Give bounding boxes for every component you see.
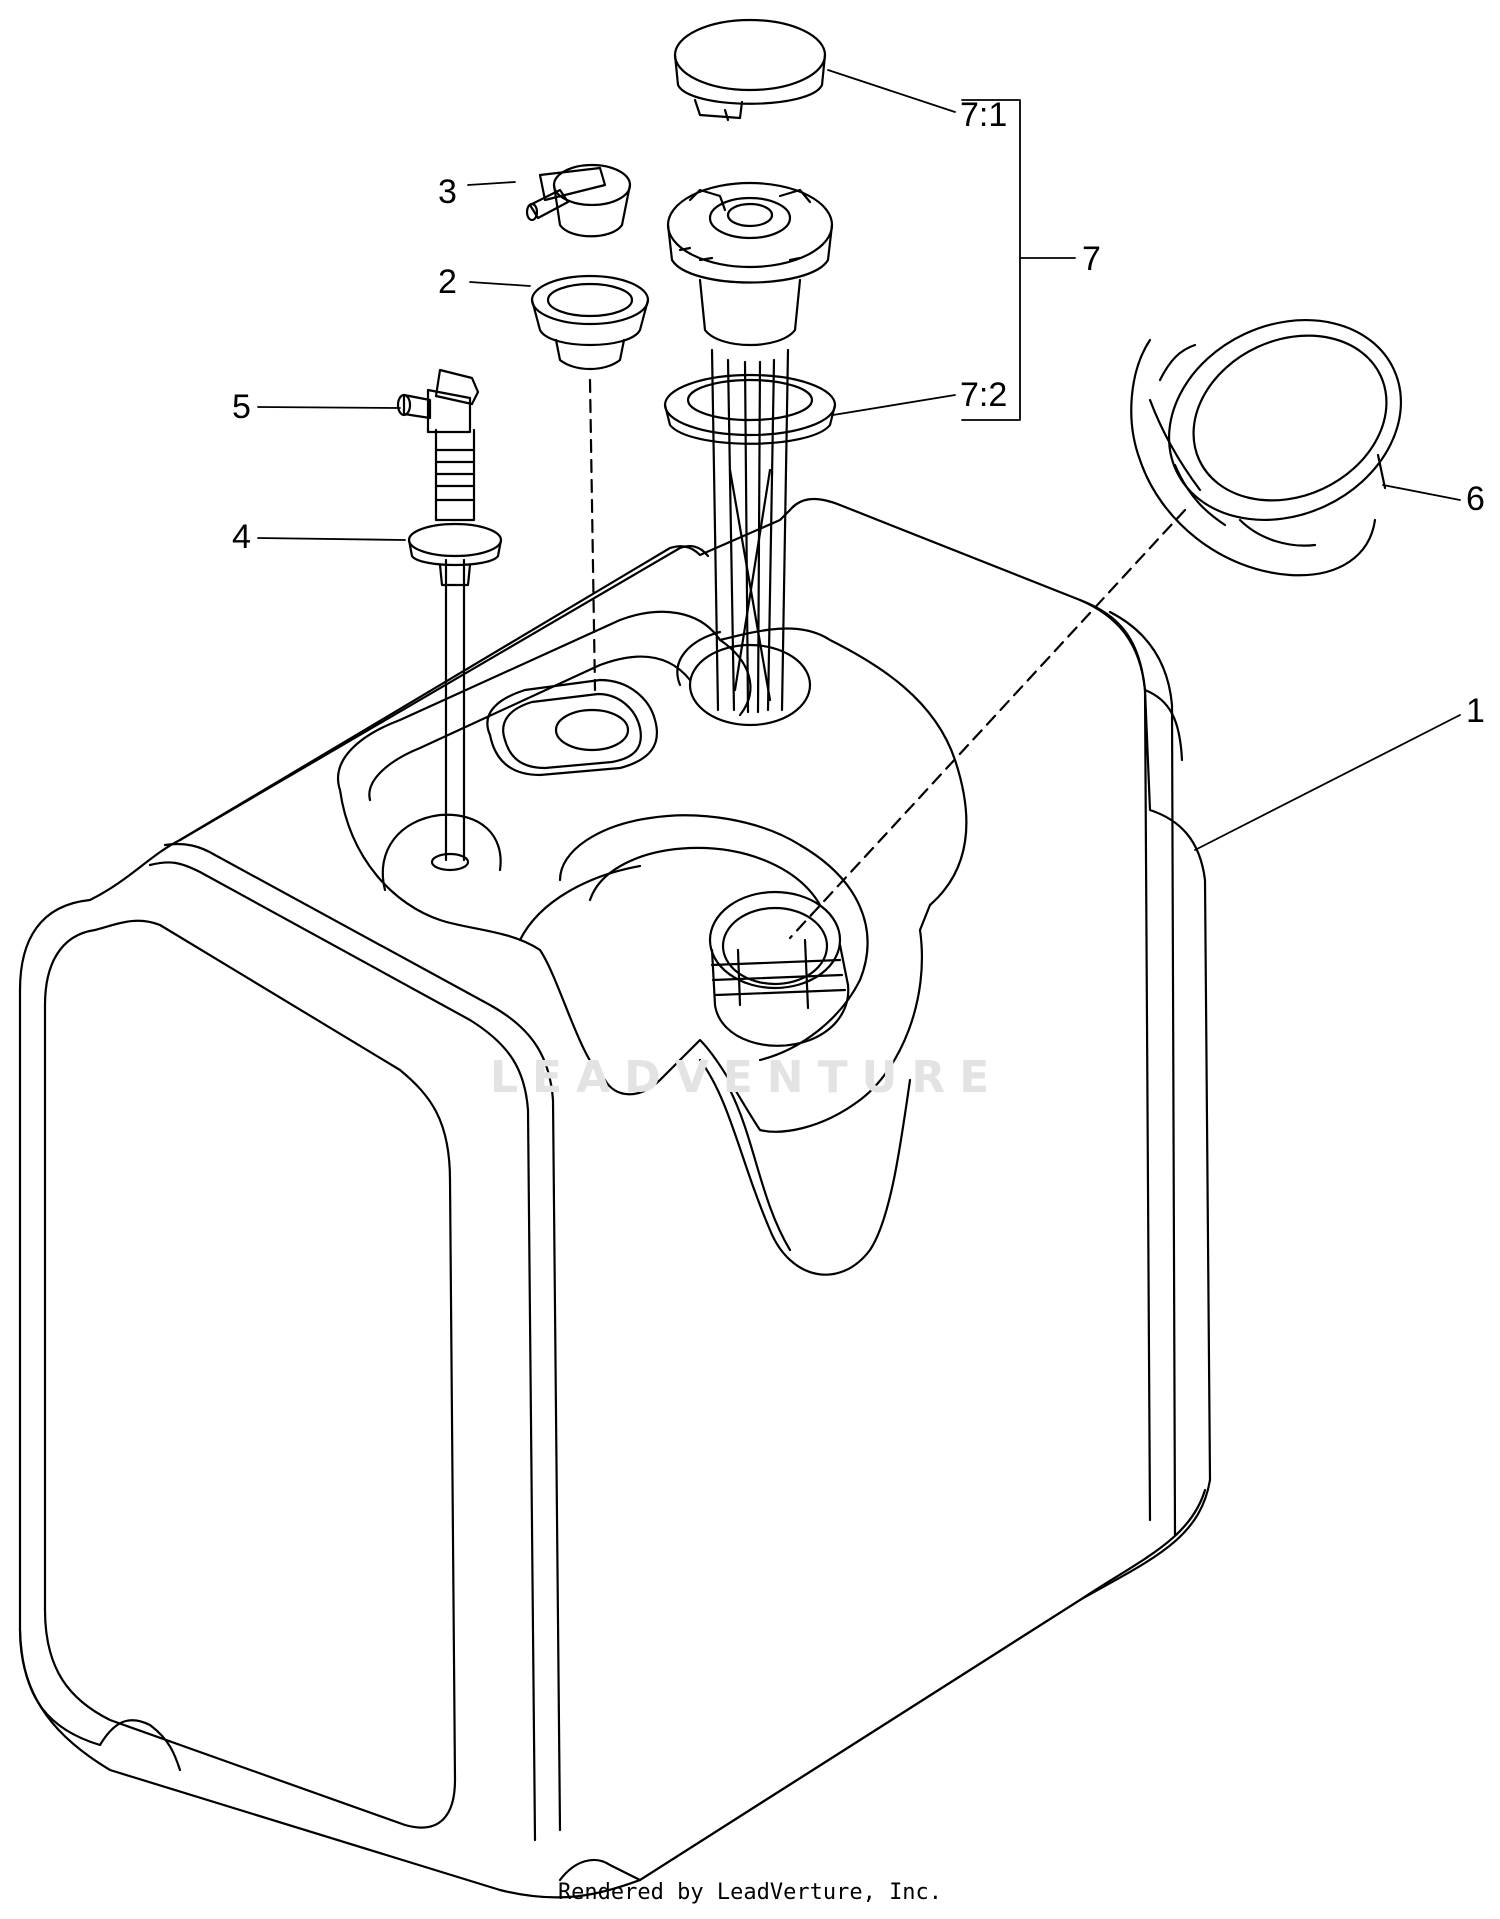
elbow-fitting-part-5 — [396, 368, 480, 522]
leader-lines — [257, 69, 1461, 851]
filler-neck — [708, 890, 850, 1047]
sender-boss — [676, 630, 812, 727]
fuel-gauge-part-7 — [663, 181, 837, 714]
vent-boss — [486, 678, 658, 777]
callout-7-label: 7 — [1082, 240, 1101, 278]
vent-valve-part-3 — [525, 163, 632, 238]
footer-credit: Rendered by LeadVerture, Inc. — [557, 1880, 943, 1905]
callout-7-2-label: 7:2 — [960, 376, 1008, 414]
standpipe-part-4 — [407, 522, 503, 862]
gauge-cap-part-7-1 — [673, 18, 827, 122]
callout-2-label: 2 — [438, 263, 457, 301]
callout-5-label: 5 — [232, 388, 251, 426]
standpipe-boss — [381, 813, 502, 892]
watermark: LEADVENTURE — [490, 1052, 1004, 1103]
callout-6-label: 6 — [1466, 480, 1485, 518]
grommet-part-2 — [530, 274, 650, 692]
callout-3-label: 3 — [438, 173, 457, 211]
callout-1-label: 1 — [1466, 692, 1485, 730]
fuel-tank-body — [18, 497, 1212, 1899]
callout-4-label: 4 — [232, 518, 251, 556]
callout-7-1-label: 7:1 — [960, 96, 1008, 134]
fuel-cap-part-6 — [788, 318, 1403, 940]
tank-top-recess — [337, 610, 968, 1276]
